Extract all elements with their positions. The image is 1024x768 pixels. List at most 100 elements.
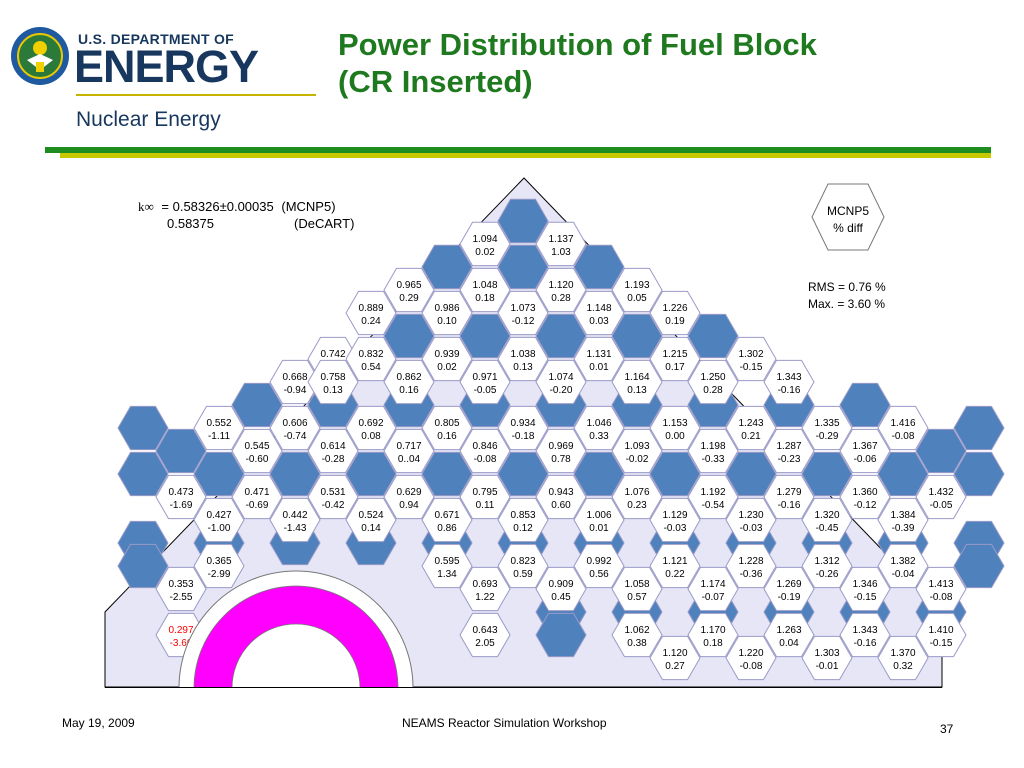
- fuel-cell-power: 0.668: [282, 372, 307, 383]
- fuel-cell-power: 1.193: [624, 280, 649, 291]
- fuel-cell-hex: [649, 405, 701, 451]
- fuel-cell-hex: [763, 566, 815, 612]
- fuel-cell-diff: -0.08: [740, 661, 763, 672]
- fuel-cell-power: 1.174: [700, 579, 725, 590]
- fuel-cell-hex: [839, 428, 891, 474]
- fuel-cell-hex: [649, 497, 701, 543]
- coolant-hole-hex: [383, 313, 435, 359]
- fuel-cell-hex: [649, 336, 701, 382]
- fuel-cell-diff: 0.54: [361, 362, 381, 373]
- fuel-cell-hex: [573, 290, 625, 336]
- fuel-cell-diff: -0.54: [702, 500, 725, 511]
- fuel-cell-power: 1.370: [890, 648, 915, 659]
- fuel-cell-diff: -0.12: [854, 500, 877, 511]
- coolant-hole-hex: [459, 313, 511, 359]
- diagram-bottom-mask: [100, 688, 960, 768]
- fuel-cell: 0.545-0.60: [231, 428, 283, 474]
- fuel-cell-power: 0.473: [168, 487, 193, 498]
- fuel-cell-power: 1.343: [852, 625, 877, 636]
- fuel-cell: 0.606-0.74: [269, 405, 321, 451]
- logo-department-text: U.S. DEPARTMENT OF: [78, 31, 235, 47]
- fuel-cell: 1.303-0.01: [801, 635, 853, 681]
- fuel-cell-diff: 0.05: [627, 293, 647, 304]
- footer-date: May 19, 2009: [62, 716, 135, 730]
- fuel-cell-diff: 0.59: [513, 569, 533, 580]
- fuel-cell-power: 1.410: [928, 625, 953, 636]
- fuel-cell-diff: -0.01: [816, 661, 839, 672]
- fuel-cell-diff: -0.20: [550, 385, 573, 396]
- fuel-cell-power: 1.302: [738, 349, 763, 360]
- fuel-cell-hex: [421, 405, 473, 451]
- fuel-cell-diff: 0.60: [551, 500, 571, 511]
- fuel-cell: 0.668-0.94: [269, 359, 321, 405]
- fuel-cell-power: 0.643: [472, 625, 497, 636]
- fuel-cell-diff: -0.28: [322, 454, 345, 465]
- fuel-cell: 0.427-1.00: [193, 497, 245, 543]
- fuel-cell-hex: [725, 405, 777, 451]
- fuel-cell-hex: [535, 566, 587, 612]
- fuel-cell-hex: [573, 405, 625, 451]
- k-inf-decart-value: 0.58375: [167, 216, 214, 231]
- fuel-cell-power: 1.046: [586, 418, 611, 429]
- fuel-cell-power: 0.889: [358, 303, 383, 314]
- fuel-cell-hex: [649, 543, 701, 589]
- hex-grid: 1.0940.021.1371.030.9650.291.0480.181.12…: [117, 198, 1005, 681]
- fuel-cell-power: 0.795: [472, 487, 497, 498]
- fuel-cell: 1.230-0.03: [725, 497, 777, 543]
- footer-page-number: 37: [940, 722, 954, 736]
- fuel-cell-power: 0.693: [472, 579, 497, 590]
- fuel-cell-power: 1.093: [624, 441, 649, 452]
- fuel-cell-hex: [611, 612, 663, 658]
- fuel-cell-power: 1.346: [852, 579, 877, 590]
- fuel-cell-diff: -1.00: [208, 523, 231, 534]
- fuel-cell-power: 1.120: [662, 648, 687, 659]
- fuel-cell: 1.198-0.33: [687, 428, 739, 474]
- fuel-cell-power: 1.129: [662, 510, 687, 521]
- fuel-cell-hex: [459, 474, 511, 520]
- fuel-cell-diff: 0.01: [589, 362, 609, 373]
- fuel-cell-diff: 0.33: [589, 431, 609, 442]
- legend-hexagon: [811, 183, 885, 251]
- fuel-cell-power: 1.076: [624, 487, 649, 498]
- fuel-cell-power: 0.832: [358, 349, 383, 360]
- fuel-cell-diff: 0.45: [551, 592, 571, 603]
- fuel-cell-diff: 0.04: [779, 638, 799, 649]
- coolant-hole-hex: [687, 313, 739, 359]
- fuel-cell-diff: 0.19: [665, 316, 685, 327]
- fuel-cell-power: 1.367: [852, 441, 877, 452]
- fuel-cell-diff: 0.00: [665, 431, 685, 442]
- k-inf-mcnp-line: k∞ = 0.58326±0.00035 (MCNP5): [138, 199, 336, 214]
- fuel-cell-hex: [421, 336, 473, 382]
- fuel-cell-power: 1.320: [814, 510, 839, 521]
- fuel-cell: 1.432-0.05: [915, 474, 967, 520]
- coolant-hole-hex: [953, 451, 1005, 497]
- fuel-cell-diff: 0.23: [627, 500, 647, 511]
- fuel-cell-power: 1.243: [738, 418, 763, 429]
- fuel-cell-diff: 1.03: [551, 247, 571, 258]
- fuel-cell-diff: -0.45: [816, 523, 839, 534]
- fuel-cell: 1.120 0.27: [649, 635, 701, 681]
- fuel-cell-diff: 0.27: [665, 661, 685, 672]
- fuel-cell-hex: [573, 543, 625, 589]
- fuel-cell-hex: [611, 267, 663, 313]
- fuel-cell-hex: [193, 405, 245, 451]
- fuel-cell: 1.192-0.54: [687, 474, 739, 520]
- fuel-cell: 1.312-0.26: [801, 543, 853, 589]
- fuel-cell: 1.228-0.36: [725, 543, 777, 589]
- fuel-cell-hex: [269, 405, 321, 451]
- fuel-cell-hex: [421, 543, 473, 589]
- fuel-cell-power: 1.148: [586, 303, 611, 314]
- fuel-cell-diff: 0.16: [399, 385, 419, 396]
- fuel-cell-power: 1.074: [548, 372, 573, 383]
- fuel-cell-hex: [915, 474, 967, 520]
- fuel-cell-diff: -3.60: [170, 638, 193, 649]
